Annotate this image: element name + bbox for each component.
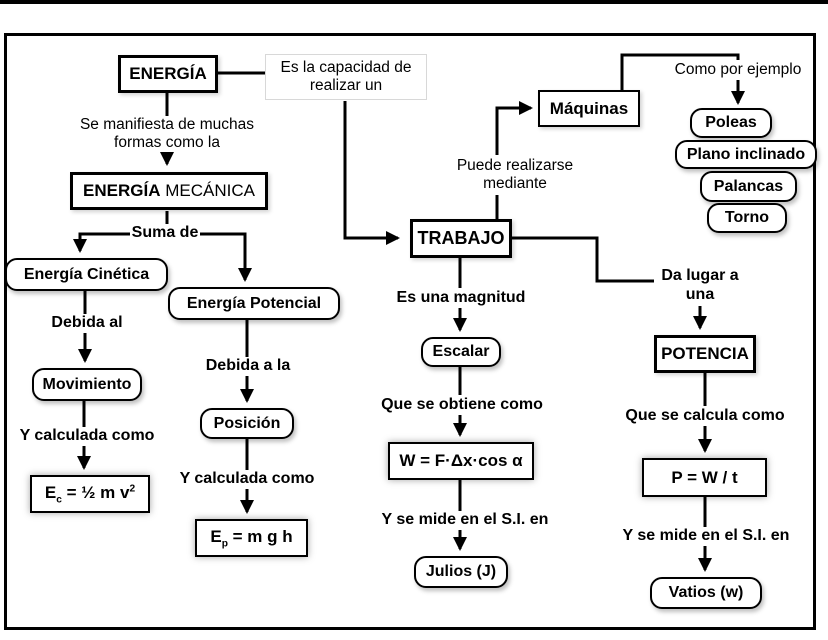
node-maquinas: Máquinas <box>538 90 640 127</box>
edge-trabajo-dalugar <box>512 236 654 283</box>
formula-p-text: P = W / t <box>671 467 738 487</box>
label-como-ejemplo: Como por ejemplo <box>664 60 812 80</box>
node-potencia-label: POTENCIA <box>661 344 749 363</box>
node-movimiento-label: Movimiento <box>42 375 132 393</box>
node-torno-label: Torno <box>724 209 770 226</box>
node-formula-ep: Ep = m g h <box>195 519 308 557</box>
label-debida-a-la: Debida a la <box>202 357 294 376</box>
node-energia-label: ENERGÍA <box>129 64 207 83</box>
node-posicion: Posición <box>200 408 294 439</box>
label-es-capacidad: Es la capacidad de realizar un <box>265 54 427 100</box>
label-y-calculada-2: Y calculada como <box>172 470 322 489</box>
label-da-lugar-text: Da lugar a una <box>661 267 739 303</box>
label-y-mide-1: Y se mide en el S.I. en <box>370 511 560 530</box>
label-y-calculada-1: Y calculada como <box>12 427 162 446</box>
label-es-capacidad-text: Es la capacidad de realizar un <box>280 58 412 94</box>
label-es-magnitud: Es una magnitud <box>393 288 529 308</box>
label-y-mide-2-text: Y se mide en el S.I. en <box>622 527 790 545</box>
label-debida-a-la-text: Debida a la <box>205 357 291 375</box>
edge-suma-potencial <box>197 232 252 282</box>
node-energia: ENERGÍA <box>118 55 218 93</box>
label-se-manifiesta-text: Se manifiesta de muchas formas como la <box>79 115 255 151</box>
node-posicion-label: Posición <box>213 414 281 432</box>
label-debida-al-text: Debida al <box>51 314 123 332</box>
node-poleas-label: Poleas <box>705 114 757 131</box>
node-torno: Torno <box>707 203 787 233</box>
node-energia-cinetica: Energía Cinética <box>5 258 168 291</box>
node-palancas-label: Palancas <box>713 177 784 195</box>
label-suma-de: Suma de <box>130 224 200 243</box>
label-puede-realizarse: Puede realizarse mediante <box>452 155 578 195</box>
node-movimiento: Movimiento <box>32 368 142 401</box>
node-palancas: Palancas <box>700 171 797 202</box>
label-que-calcula: Que se calcula como <box>621 406 789 426</box>
label-es-magnitud-text: Es una magnitud <box>396 288 526 306</box>
node-formula-ec: Ec = ½ m v2 <box>30 475 150 513</box>
node-maquinas-label: Máquinas <box>549 98 629 118</box>
node-julios: Julios (J) <box>414 556 508 588</box>
label-y-mide-1-text: Y se mide en el S.I. en <box>381 511 549 529</box>
top-rule <box>0 0 828 4</box>
node-formula-w: W = F·Δx·cos α <box>388 442 534 480</box>
node-energia-cinetica-label: Energía Cinética <box>23 265 150 283</box>
formula-ec-text: Ec = ½ m v2 <box>44 482 136 506</box>
node-poleas: Poleas <box>690 108 772 138</box>
edge-capacidad-trabajo <box>343 101 400 245</box>
node-julios-label: Julios (J) <box>425 563 497 580</box>
edge-suma-cinetica <box>73 232 132 253</box>
node-escalar: Escalar <box>421 337 501 367</box>
label-se-manifiesta: Se manifiesta de muchas formas como la <box>60 116 274 152</box>
label-puede-realizarse-text: Puede realizarse mediante <box>456 156 574 192</box>
node-trabajo-label: TRABAJO <box>417 228 505 248</box>
node-plano-inclinado-label: Plano inclinado <box>686 145 806 163</box>
outer-frame <box>4 33 816 630</box>
label-y-mide-2: Y se mide en el S.I. en <box>616 527 796 546</box>
node-energia-potencial-label: Energía Potencial <box>186 294 322 312</box>
node-energia-mecanica: ENERGÍA MECÁNICA <box>70 172 268 210</box>
label-que-obtiene: Que se obtiene como <box>377 395 547 415</box>
label-como-ejemplo-text: Como por ejemplo <box>674 60 802 78</box>
formula-w-text: W = F·Δx·cos α <box>399 451 523 470</box>
node-energia-mecanica-bold: ENERGÍA <box>83 181 161 200</box>
label-y-calculada-2-text: Y calculada como <box>179 470 315 488</box>
formula-ep-text: Ep = m g h <box>210 526 293 550</box>
node-energia-potencial: Energía Potencial <box>168 287 340 320</box>
node-plano-inclinado: Plano inclinado <box>675 140 817 169</box>
label-y-calculada-1-text: Y calculada como <box>19 427 155 445</box>
node-formula-p: P = W / t <box>642 458 767 497</box>
node-vatios: Vatios (w) <box>650 577 762 609</box>
label-que-calcula-text: Que se calcula como <box>625 406 785 424</box>
label-debida-al: Debida al <box>49 314 125 333</box>
label-suma-de-text: Suma de <box>131 224 199 242</box>
node-vatios-label: Vatios (w) <box>668 584 744 601</box>
node-potencia: POTENCIA <box>654 335 756 373</box>
node-trabajo: TRABAJO <box>410 219 512 258</box>
label-da-lugar: Da lugar a una <box>654 266 746 306</box>
node-energia-mecanica-rest: MECÁNICA <box>165 181 255 200</box>
node-escalar-label: Escalar <box>432 343 490 360</box>
label-que-obtiene-text: Que se obtiene como <box>381 395 543 413</box>
